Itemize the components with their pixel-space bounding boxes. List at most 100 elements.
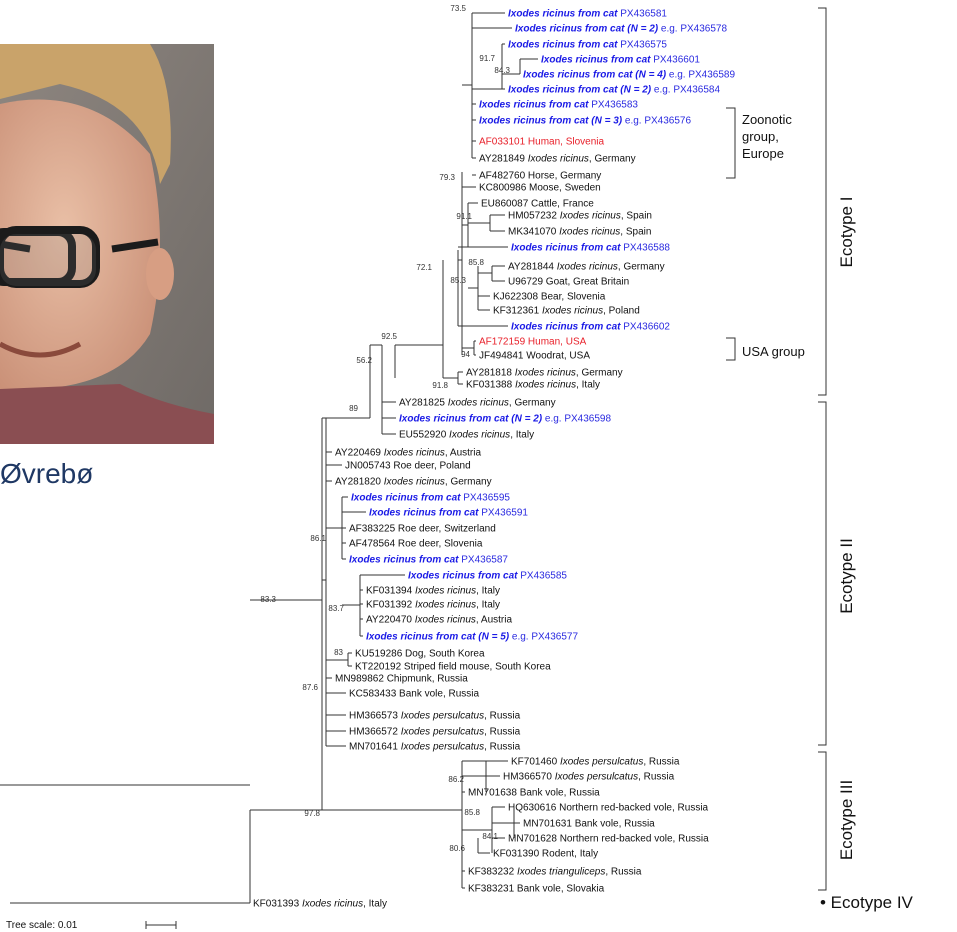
leaf-text-part: MN989862 Chipmunk, Russia <box>335 674 468 685</box>
leaf-text-part: Ixodes ricinus from cat (N = 3) <box>479 116 623 127</box>
leaf-text-part: HM366572 <box>349 727 401 738</box>
zoonotic-group-label: Zoonotic <box>742 112 792 127</box>
leaf-text-part: KT220192 Striped field mouse, South Kore… <box>355 662 551 673</box>
leaf-label-l3: Ixodes ricinus from cat PX436575 <box>508 40 667 51</box>
leaf-text-part: Ixodes ricinus <box>515 380 576 391</box>
leaf-label-l48: MN701641 Ixodes persulcatus, Russia <box>349 742 521 753</box>
bootstrap-value: 86.2 <box>448 775 464 784</box>
leaf-text-part: Ixodes ricinus <box>449 430 510 441</box>
leaf-label-l29: AY220469 Ixodes ricinus, Austria <box>335 448 481 459</box>
leaf-label-l39: KF031392 Ixodes ricinus, Italy <box>366 600 500 611</box>
leaf-text-part: , Germany <box>589 154 636 165</box>
bootstrap-value: 91.7 <box>479 54 495 63</box>
leaf-text-part: Ixodes ricinus <box>415 586 476 597</box>
leaf-text-part: e.g. PX436584 <box>651 85 720 96</box>
leaf-label-l19: KJ622308 Bear, Slovenia <box>493 292 606 303</box>
leaf-text-part: AY281849 <box>479 154 528 165</box>
leaf-text-part: , Russia <box>638 772 675 783</box>
leaf-label-l24: AY281818 Ixodes ricinus, Germany <box>466 368 623 379</box>
ecotype-i-bracket <box>818 7 827 396</box>
leaf-label-l28: EU552920 Ixodes ricinus, Italy <box>399 430 534 441</box>
leaf-text-part: Ixodes ricinus <box>415 615 476 626</box>
leaf-text-part: Ixodes ricinus from cat (N = 2) <box>515 24 659 35</box>
ecotype-i-label: Ecotype I <box>837 197 856 268</box>
leaf-label-l12: KC800986 Moose, Sweden <box>479 183 601 194</box>
leaf-text-part: Ixodes persulcatus <box>401 742 484 753</box>
leaf-text-part: JN005743 Roe deer, Poland <box>345 461 471 472</box>
leaf-text-part: Ixodes ricinus <box>515 368 576 379</box>
leaf-label-l21: Ixodes ricinus from cat PX436602 <box>511 322 670 333</box>
leaf-label-l41: Ixodes ricinus from cat (N = 5) e.g. PX4… <box>366 632 578 643</box>
bootstrap-value: 91.1 <box>456 212 472 221</box>
leaf-text-part: , Spain <box>620 227 651 238</box>
bootstrap-value: 86.1 <box>310 534 326 543</box>
leaf-text-part: Ixodes ricinus from cat (N = 2) <box>399 414 543 425</box>
leaf-text-part: Ixodes ricinus <box>415 600 476 611</box>
leaf-label-l47: HM366572 Ixodes persulcatus, Russia <box>349 727 521 738</box>
leaf-text-part: Ixodes ricinus <box>542 306 603 317</box>
leaf-label-l15: MK341070 Ixodes ricinus, Spain <box>508 227 651 238</box>
leaf-label-l44: MN989862 Chipmunk, Russia <box>335 674 468 685</box>
leaf-text-part: AF482760 Horse, Germany <box>479 171 601 182</box>
leaf-label-l37: Ixodes ricinus from cat PX436585 <box>408 571 567 582</box>
author-photo <box>0 44 214 444</box>
leaf-text-part: Ixodes persulcatus <box>560 757 643 768</box>
ecotype-ii-label: Ecotype II <box>837 538 856 614</box>
leaf-text-part: KC583433 Bank vole, Russia <box>349 689 480 700</box>
leaf-text-part: Ixodes persulcatus <box>401 727 484 738</box>
bootstrap-value: 92.5 <box>381 332 397 341</box>
bootstrap-value: 85.3 <box>450 276 466 285</box>
leaf-label-l54: MN701628 Northern red-backed vole, Russi… <box>508 834 709 845</box>
leaf-text-part: , Russia <box>484 742 521 753</box>
leaf-text-part: , Russia <box>484 711 521 722</box>
leaf-text-part: MN701631 Bank vole, Russia <box>523 819 655 830</box>
zoonotic-bracket <box>726 107 736 179</box>
leaf-label-l42: KU519286 Dog, South Korea <box>355 649 485 660</box>
bootstrap-value: 89 <box>349 404 358 413</box>
leaf-text-part: KC800986 Moose, Sweden <box>479 183 601 194</box>
usa-group-label: USA group <box>742 344 805 359</box>
leaf-label-l16: Ixodes ricinus from cat PX436588 <box>511 243 670 254</box>
leaf-label-l31: AY281820 Ixodes ricinus, Germany <box>335 477 492 488</box>
leaf-text-part: PX436602 <box>620 322 670 333</box>
leaf-text-part: , Italy <box>476 586 500 597</box>
leaf-text-part: KU519286 Dog, South Korea <box>355 649 485 660</box>
bootstrap-value: 97.8 <box>304 809 320 818</box>
zoonotic-group-label: group, <box>742 129 779 144</box>
leaf-text-part: Ixodes ricinus <box>384 448 445 459</box>
tree-scale-bar <box>145 921 177 929</box>
leaf-text-part: MN701628 Northern red-backed vole, Russi… <box>508 834 709 845</box>
leaf-text-part: , Germany <box>576 368 623 379</box>
leaf-label-l11: AF482760 Horse, Germany <box>479 171 601 182</box>
leaf-text-part: PX436575 <box>617 40 667 51</box>
leaf-text-part: Ixodes ricinus from cat <box>511 322 621 333</box>
leaf-label-l17: AY281844 Ixodes ricinus, Germany <box>508 262 665 273</box>
usa-bracket <box>726 337 736 361</box>
leaf-label-l4: Ixodes ricinus from cat PX436601 <box>541 55 700 66</box>
bootstrap-value: 85.8 <box>464 808 480 817</box>
leaf-label-l25: KF031388 Ixodes ricinus, Italy <box>466 380 600 391</box>
leaf-label-l35: AF478564 Roe deer, Slovenia <box>349 539 483 550</box>
leaf-text-part: e.g. PX436589 <box>666 70 735 81</box>
leaf-text-part: Ixodes ricinus from cat (N = 5) <box>366 632 510 643</box>
leaf-text-part: U96729 Goat, Great Britain <box>508 277 629 288</box>
leaf-label-l52: HQ630616 Northern red-backed vole, Russi… <box>508 803 709 814</box>
leaf-label-l8: Ixodes ricinus from cat (N = 3) e.g. PX4… <box>479 116 691 127</box>
leaf-label-l50: HM366570 Ixodes persulcatus, Russia <box>503 772 675 783</box>
leaf-text-part: , Italy <box>476 600 500 611</box>
bootstrap-value: 94 <box>461 350 470 359</box>
zoonotic-group-label: Europe <box>742 146 784 161</box>
leaf-text-part: e.g. PX436576 <box>622 116 691 127</box>
leaf-text-part: Ixodes ricinus <box>448 398 509 409</box>
leaf-label-l40: AY220470 Ixodes ricinus, Austria <box>366 615 512 626</box>
leaf-text-part: MN701638 Bank vole, Russia <box>468 788 600 799</box>
leaf-text-part: Ixodes trianguliceps <box>517 867 605 878</box>
ecotype-iv-label: • Ecotype IV <box>820 893 914 912</box>
ecotype-ii-bracket <box>818 401 827 746</box>
leaf-label-l22: AF172159 Human, USA <box>479 337 587 348</box>
leaf-label-l34: AF383225 Roe deer, Switzerland <box>349 524 496 535</box>
leaf-text-part: , Italy <box>576 380 600 391</box>
leaf-text-part: HM366573 <box>349 711 401 722</box>
leaf-text-part: AY220470 <box>366 615 415 626</box>
leaf-label-l9: AF033101 Human, Slovenia <box>479 137 605 148</box>
